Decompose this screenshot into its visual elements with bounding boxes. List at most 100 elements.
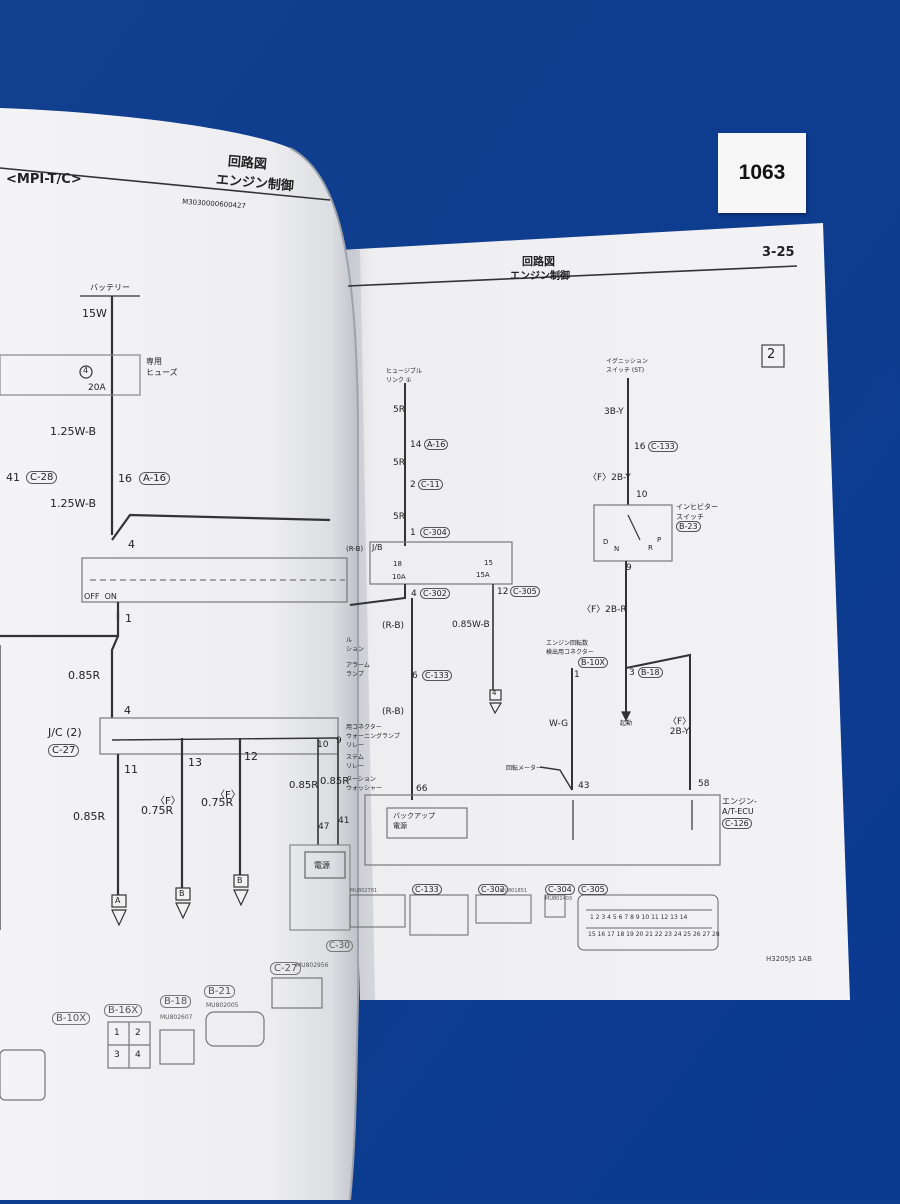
jc-conn: C-27	[48, 744, 80, 757]
conn-c28: C-28	[26, 471, 58, 484]
r-c-c133a: C-133	[422, 670, 452, 681]
r-ecu-label: エンジン- A/T-ECU	[722, 797, 757, 816]
bottom-b16x: B-16X	[104, 1004, 143, 1017]
r-bottom-mu-b: MU801851	[500, 888, 528, 894]
r-pin9: 9	[626, 563, 632, 573]
left-subtitle: エンジン制御	[215, 172, 295, 195]
fusible-link-label: ヒュージブル リンク ①	[386, 368, 422, 384]
r-gnd4: 4	[492, 689, 497, 697]
jc-label: J/C (2)	[48, 726, 82, 739]
left-bottom-connectors	[0, 977, 323, 1101]
r-c-c305: C-305	[510, 586, 540, 597]
jc-pin-4: 4	[124, 704, 131, 717]
bottom-pin-4: 4	[135, 1050, 141, 1060]
fuse-label: 専用 ヒューズ	[146, 357, 178, 377]
pin-1-left: 1	[125, 612, 132, 625]
r-amp15: 15A	[476, 571, 490, 579]
r-wire-rb-2: (R-B)	[382, 707, 405, 717]
ground-a: A	[115, 896, 121, 905]
r-sw-n: N	[614, 545, 620, 553]
bottom-b10x: B-10X	[52, 1012, 91, 1025]
r-c16: 16	[634, 442, 646, 452]
r-wire-5r-3: 5R	[393, 512, 405, 522]
left-diagram	[0, 167, 351, 931]
r-c-b18: B-18	[638, 667, 663, 678]
r-pin43: 43	[578, 781, 590, 791]
wire-075r-2: 0.75R	[201, 796, 234, 809]
right-title: 回路図	[522, 255, 555, 268]
right-diagram	[347, 265, 798, 866]
r-c2: 2	[410, 480, 416, 490]
fuse-amp: 20A	[88, 383, 106, 393]
battery-label: バッテリー	[90, 283, 130, 292]
r-bottom-row1: 1 2 3 4 5 6 7 8 9 10 11 12 13 14	[590, 914, 688, 921]
f-mark-1: 〈F〉	[155, 796, 181, 807]
left-section: <MPI-T/C>	[6, 172, 82, 187]
r-ref-code: H3205J5 1AB	[766, 955, 812, 963]
r-eng-rot-label: エンジン回転数 検出用コネクター	[546, 640, 594, 656]
r-c-a16: A-16	[424, 439, 449, 450]
conn-41: 41	[6, 471, 20, 484]
conn-a16: A-16	[139, 472, 170, 485]
r-pin1: 1	[574, 670, 580, 680]
left-page-edge	[289, 147, 359, 1201]
r-kido-label: 起動	[620, 720, 633, 727]
r-fuse15: 15	[484, 559, 493, 567]
r-tacho-label: 回転メーター	[506, 765, 543, 772]
jc-pin-10: 10	[317, 740, 329, 750]
r-bottom-mu-a: MU802781	[350, 888, 378, 894]
jc-pin-11: 11	[124, 763, 138, 776]
r-bottom-c302: C-302	[478, 884, 508, 895]
lot-number-sticker: 1063	[718, 133, 806, 213]
r-fuse18: 18	[393, 560, 402, 568]
off-on-label: OFF ON	[84, 592, 117, 601]
r-wire-wg: W-G	[549, 719, 569, 729]
r-inhibitor-label: インヒビター スイッチ	[676, 503, 718, 521]
bottom-c30: C-30	[326, 940, 353, 952]
wire-075r-1: 0.75R	[141, 804, 174, 817]
bottom-b18: B-18	[160, 995, 192, 1008]
ground-b2: B	[237, 876, 243, 885]
wire-085r-c: 0.85R	[289, 780, 319, 791]
r-jb: J/B	[372, 543, 383, 552]
jc-pin-12: 12	[244, 750, 258, 763]
r-c-c11: C-11	[418, 479, 443, 490]
wire-15w: 15W	[82, 307, 107, 320]
r-c-b10x: B-10X	[578, 657, 609, 668]
r-c1: 1	[410, 528, 416, 538]
r-amp10: 10A	[392, 573, 406, 581]
r-bottom-c133: C-133	[412, 884, 442, 895]
r-leftover-1: ル ション	[346, 637, 365, 653]
pin-4-left: 4	[128, 538, 135, 551]
r-c-c302: C-302	[420, 588, 450, 599]
r-c-c126: C-126	[722, 818, 752, 829]
r-sw-d: D	[603, 538, 609, 546]
r-pin4: 4	[411, 589, 417, 599]
ground-b1: B	[179, 889, 185, 898]
r-pin58: 58	[698, 779, 710, 789]
bottom-mu1: MU802607	[160, 1014, 193, 1021]
r-leftover-3: 用コネクター ウォーニングランプ リレー	[346, 724, 400, 749]
r-wire-5r-2: 5R	[393, 458, 405, 468]
left-doc-code: M3030000600427	[181, 197, 247, 211]
r-leftover-4: ステム リレー	[346, 754, 365, 770]
r-pin10: 10	[636, 490, 648, 500]
r-bottom-c305: C-305	[578, 884, 608, 895]
r-pin12: 12	[497, 587, 509, 597]
wire-085r: 0.85R	[68, 669, 101, 682]
r-c-b23: B-23	[676, 521, 701, 532]
r-bottom-row2: 15 16 17 18 19 20 21 22 23 24 25 26 27 2…	[588, 931, 720, 938]
pin-41b: 41	[338, 816, 350, 826]
fuse-num: 4	[83, 366, 89, 375]
right-page-num: 3-25	[762, 245, 795, 260]
r-sw-r: R	[648, 544, 653, 552]
right-box-num: 2	[767, 347, 776, 362]
r-leftover-5: ターション ウォッシャー	[346, 776, 383, 792]
wire-085r-b: 0.85R	[73, 810, 106, 823]
r-backup-label: バックアップ 電源	[393, 812, 435, 830]
r-wire-f2br: 〈F〉2B-R	[582, 605, 627, 615]
r-wire-rb-1: (R-B)	[382, 621, 405, 631]
r-wire-5r-1: 5R	[393, 405, 405, 415]
